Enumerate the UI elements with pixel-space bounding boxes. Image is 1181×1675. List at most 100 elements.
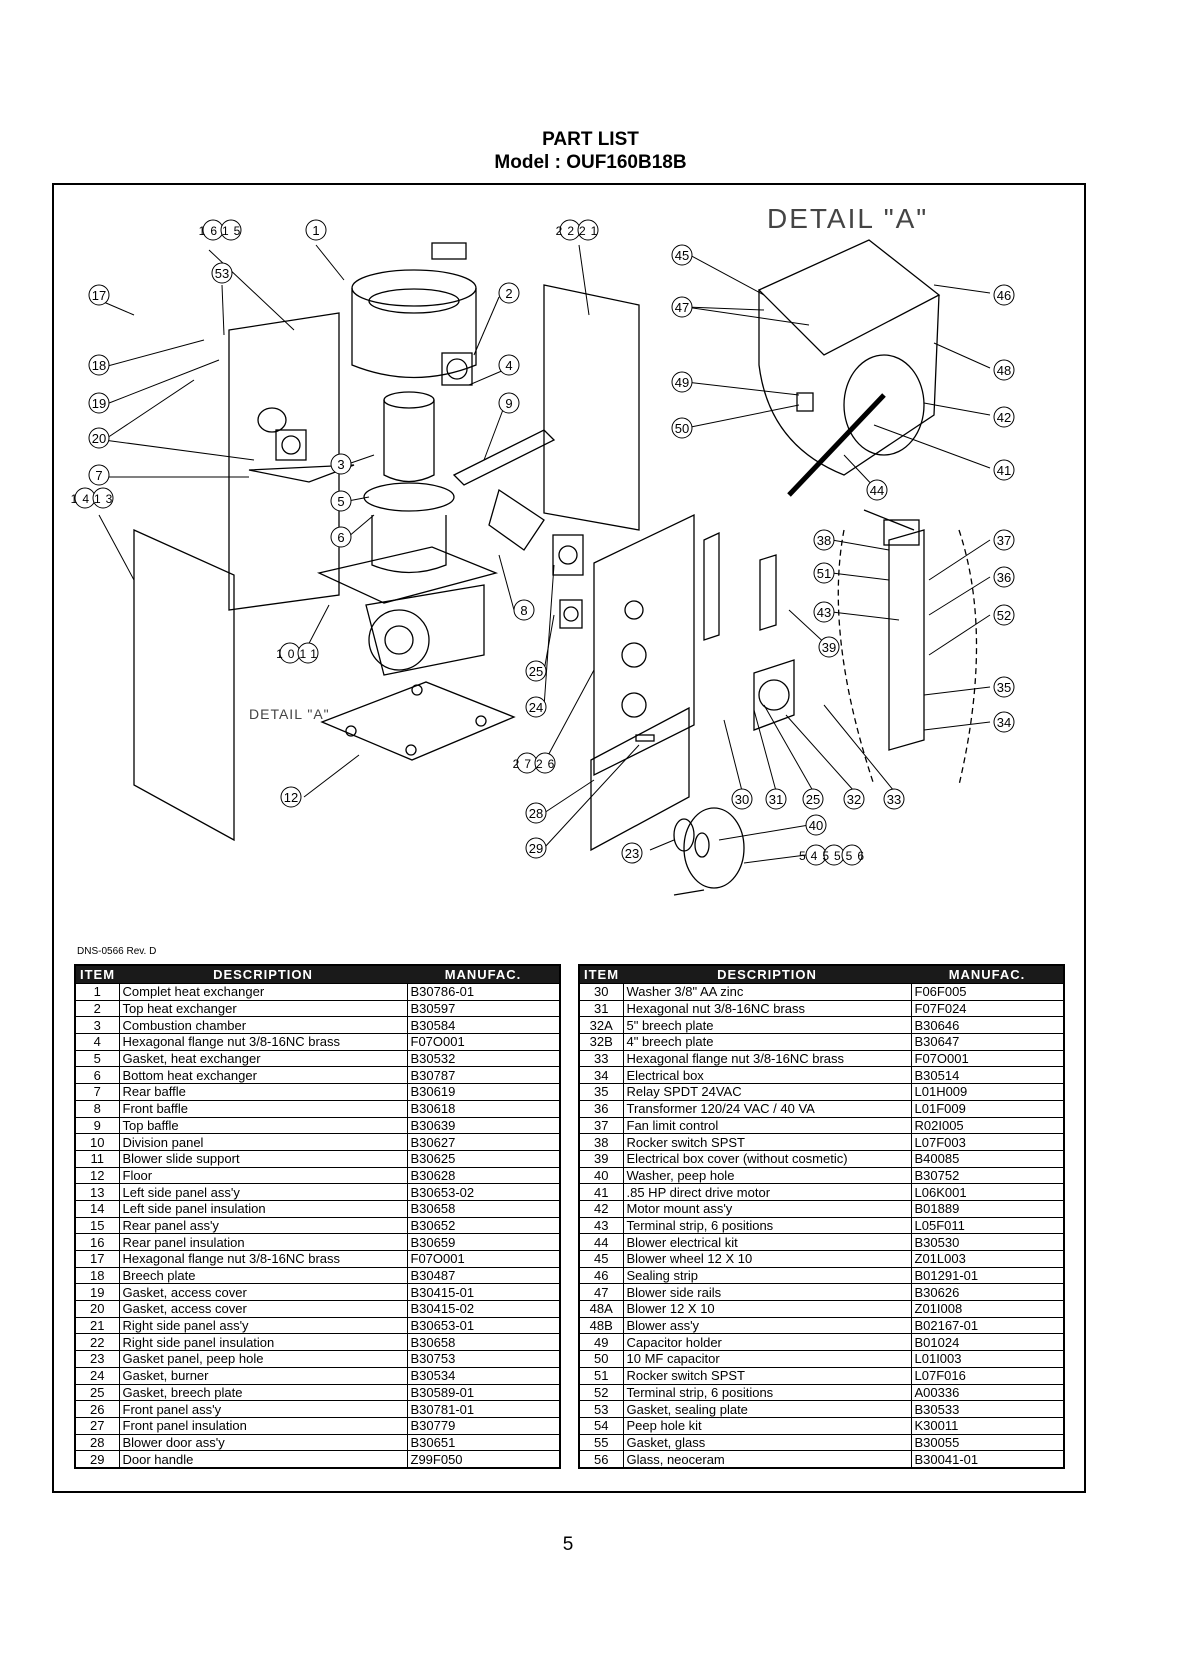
callout-label: 49: [675, 375, 689, 390]
callout-c45: 45: [671, 244, 693, 266]
manufac-cell: K30011: [910, 1416, 1065, 1435]
callout-c35: 35: [993, 676, 1015, 698]
callout-label: 5: [337, 494, 344, 509]
manufac-cell: B40085: [910, 1149, 1065, 1168]
callout-label: 12: [284, 790, 298, 805]
callout-label: 43: [817, 605, 831, 620]
revision-label: DNS-0566 Rev. D: [77, 946, 157, 957]
manufac-cell: F07O001: [910, 1049, 1065, 1068]
detail-a-title: DETAIL "A": [767, 203, 928, 234]
callout-label: 39: [822, 640, 836, 655]
callout-c25b: 25: [802, 788, 824, 810]
callout-c38: 38: [813, 529, 835, 551]
callout-c53: 53: [211, 262, 233, 284]
manufac-cell: B30659: [406, 1233, 561, 1251]
callout-c41: 41: [993, 459, 1015, 481]
item-cell: 39: [578, 1149, 624, 1168]
page-number: 5: [562, 1534, 574, 1555]
description-cell: Capacitor holder: [622, 1333, 912, 1352]
page-title: PART LIST: [542, 129, 639, 150]
manufac-cell: B30787: [406, 1066, 561, 1085]
callout-c25a: 25: [525, 660, 547, 682]
callout-c12: 12: [280, 786, 302, 808]
callout-c40: 40: [805, 814, 827, 836]
callout-c23: 23: [621, 842, 643, 864]
manufac-cell: Z01I008: [910, 1300, 1065, 1318]
manufac-cell: B30514: [910, 1066, 1065, 1085]
manufac-cell: F07F024: [910, 999, 1065, 1018]
manufac-cell: B30415-01: [406, 1283, 561, 1302]
callout-c20: 20: [88, 427, 110, 449]
description-cell: Relay SPDT 24VAC: [622, 1083, 912, 1101]
callout-c17: 17: [88, 284, 110, 306]
description-cell: Left side panel insulation: [118, 1199, 408, 1218]
callout-label: 2: [505, 286, 512, 301]
description-cell: Blower ass'y: [622, 1316, 912, 1335]
manufac-cell: B30589-01: [406, 1383, 561, 1402]
callout-c36: 36: [993, 566, 1015, 588]
item-cell: 47: [578, 1283, 624, 1302]
item-cell: 38: [578, 1133, 624, 1151]
callout-label: 41: [997, 463, 1011, 478]
description-cell: Blower side rails: [622, 1283, 912, 1302]
callout-label: 20: [92, 431, 106, 446]
item-cell: 6: [74, 1066, 120, 1085]
item-column-header: ITEM: [579, 965, 623, 984]
manufac-cell: B30752: [910, 1166, 1065, 1185]
callout-label: 23: [625, 846, 639, 861]
item-cell: 50: [578, 1350, 624, 1368]
item-cell: 12: [74, 1166, 120, 1185]
item-cell: 2: [74, 999, 120, 1018]
description-cell: 4" breech plate: [622, 1033, 912, 1051]
callout-label: 34: [997, 715, 1011, 730]
manufac-cell: B30651: [406, 1433, 561, 1452]
item-cell: 3: [74, 1016, 120, 1035]
callout-label: 44: [870, 483, 884, 498]
description-cell: Blower wheel 12 X 10: [622, 1250, 912, 1268]
callout-label: 545556: [799, 849, 869, 863]
description-cell: Hexagonal flange nut 3/8-16NC brass: [622, 1049, 912, 1068]
item-cell: 4: [74, 1033, 120, 1051]
manufac-cell: B30658: [406, 1333, 561, 1352]
callout-c37: 37: [993, 529, 1015, 551]
manufac-cell: F07O001: [406, 1250, 561, 1268]
callout-c1: 1: [305, 219, 327, 241]
manufac-cell: B30786-01: [406, 983, 561, 1001]
description-column-header: DESCRIPTION: [623, 965, 911, 984]
manufac-cell: B30639: [406, 1116, 561, 1135]
callout-label: 6: [337, 530, 344, 545]
item-cell: 10: [74, 1133, 120, 1151]
description-cell: Right side panel insulation: [118, 1333, 408, 1352]
callout-c1615: 1615: [199, 219, 242, 241]
item-cell: 45: [578, 1250, 624, 1268]
item-cell: 27: [74, 1416, 120, 1435]
callout-c44: 44: [866, 479, 888, 501]
callout-c19: 19: [88, 392, 110, 414]
manufac-cell: B30628: [406, 1166, 561, 1185]
callout-label: 28: [529, 806, 543, 821]
callout-label: 2726: [513, 757, 560, 771]
description-cell: Terminal strip, 6 positions: [622, 1216, 912, 1235]
callout-label: 45: [675, 248, 689, 263]
callout-label: 18: [92, 358, 106, 373]
callout-c1011: 1011: [276, 642, 322, 664]
callout-label: 1011: [276, 647, 322, 661]
item-cell: 56: [578, 1450, 624, 1469]
description-cell: Blower 12 X 10: [622, 1300, 912, 1318]
